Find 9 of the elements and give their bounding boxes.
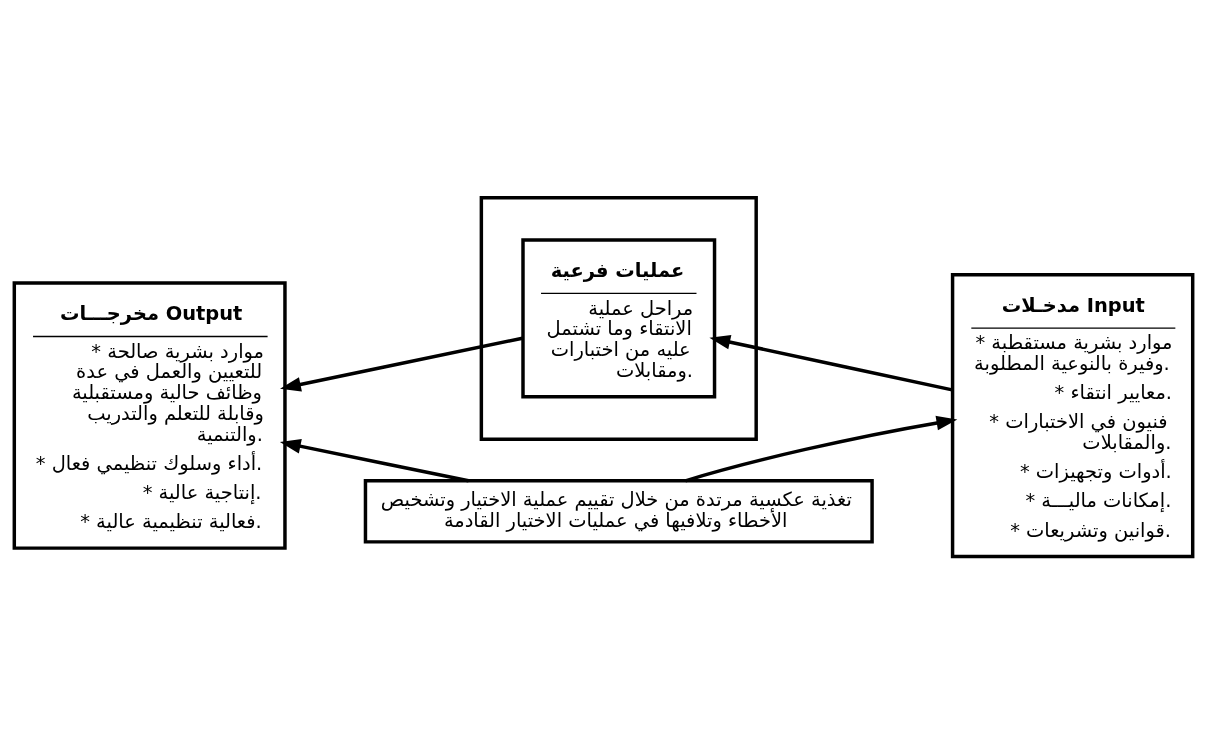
arrow: [709, 334, 953, 392]
node-box: مدخـلات Input * موارد بشرية مستقطبة وفيرة بالنوعية المطلوبة. * معايير انتقاء. * فنيون في الاختبارات والمقابلات. * أدوات وتجهيزات. * إمكانات ماليـــة. * قوانين وتشريعات.: [950, 272, 1195, 558]
node-box: عمليات فرعية مراحل عملية الانتقاء وما تشتمل عليه من اختبارات ومقابلات.: [521, 237, 717, 399]
arrow: [684, 415, 958, 482]
arrow: [279, 438, 469, 482]
node-box: مخرجـــات Output * موارد بشرية صالحة للتعيين والعمل في عدة وظائف حالية ومستقبلية وقابلة للتعلم والتدريب والتنمية. * أداء وسلوك تنظيمي فعال. * إنتاجية عالية. * فعالية تنظيمية عالية.: [12, 280, 287, 550]
cluster: [479, 195, 758, 441]
arrow: [280, 336, 523, 392]
node-box: تغذية عكسية مرتدة من خلال تقييم عملية الاختيار وتشخيص الأخطاء وتلافيها في عمليات الاختيار القادمة: [363, 478, 874, 544]
